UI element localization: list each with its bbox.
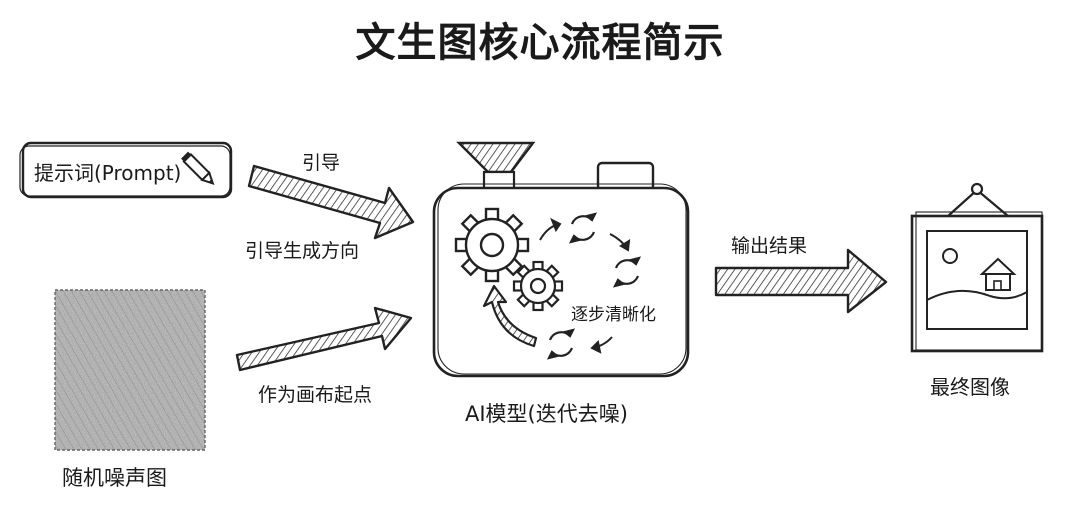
ai-model-label: AI模型(迭代去噪) [465,402,628,426]
refresh-cycle-icon [546,328,576,360]
final-image-label: 最终图像 [930,375,1010,399]
guide-arrow [247,164,415,240]
refresh-cycle-icon [612,256,642,288]
pencil-icon [181,151,215,186]
return-arrow-icon [482,284,538,348]
gear-icon [454,207,530,283]
gear-icon [512,260,564,312]
prompt-box [19,141,233,199]
refresh-cycle-icon [568,212,598,244]
page-title: 文生图核心流程简示 [355,20,725,66]
output-arrow-label: 输出结果 [731,235,808,257]
output-arrow [714,248,888,314]
noise-image [54,289,206,451]
canvas-start-arrow [235,306,413,372]
canvas-start-label: 作为画布起点 [258,384,373,406]
flow-arrow-icon [539,217,631,354]
prompt-box-label: 提示词(Prompt) [34,161,182,185]
picture-frame-icon [910,182,1044,353]
guide-direction-label: 引导生成方向 [245,240,360,262]
guide-arrow-label: 引导 [302,152,341,174]
noise-image-label: 随机噪声图 [62,466,167,490]
denoise-step-label: 逐步清晰化 [571,305,656,325]
